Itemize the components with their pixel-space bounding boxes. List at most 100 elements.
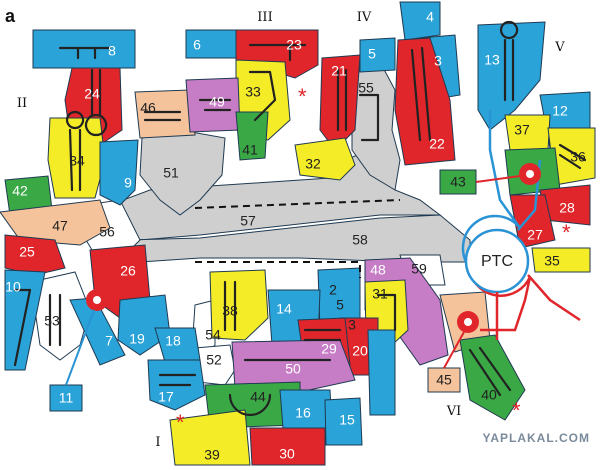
label-28: 28 [559,200,575,216]
stem-13 [500,20,519,102]
label-50: 50 [285,361,301,377]
label-21: 21 [331,63,347,79]
stem-49 [198,98,232,112]
helix-labels: 8 24 34 9 42 47 56 25 26 10 53 7 19 18 1… [5,9,586,463]
label-32: 32 [305,156,321,172]
label-17: 17 [158,389,174,405]
stem-38 [223,280,237,332]
stem-8 [58,46,112,60]
label-8: 8 [108,43,116,59]
label-9: 9 [124,175,132,191]
marker-ii-leader [65,309,95,386]
domain-label-v: V [554,40,565,55]
label-56: 56 [99,224,115,240]
stem-33 [248,70,277,122]
domain-label-vi: VI [446,404,462,419]
marker-v-leader [475,175,521,183]
watermark: YAPLAKAL.COM [482,431,590,445]
region-35 [531,247,591,273]
panel-label: a [5,6,16,26]
ptc-red-arc-2 [527,274,581,322]
dashed-connections [194,199,401,278]
marker-vi-leader [443,331,465,369]
label-7: 7 [105,333,113,349]
marker-ii-inner [93,296,101,304]
label-24: 24 [84,86,100,102]
region-5 [359,37,396,73]
target-markers [65,163,541,386]
region-13 [477,21,546,131]
label-44: 44 [250,389,266,405]
domain-label-iv: IV [357,10,372,25]
stem-36 [558,143,587,170]
label-46: 46 [140,100,156,116]
label-33: 33 [245,84,261,100]
region-4 [399,1,441,41]
stem-34 [66,110,85,192]
stem-21 [336,68,348,132]
stem-10 [13,288,32,367]
asterisk-i: * [176,410,185,435]
label-59: 59 [411,261,427,277]
stem-53 [48,293,62,347]
ptc-label: PTC [481,253,513,270]
label-16: 16 [295,405,311,421]
stem-17 [158,373,197,387]
asterisk-v: * [562,220,571,245]
region-41 [235,111,269,161]
domain-labels: II III IV V VI I [17,10,565,450]
label-47: 47 [52,218,68,234]
label-2: 2 [329,282,337,298]
region-32 [294,137,356,181]
region-39 [169,409,251,466]
label-57: 57 [240,213,256,229]
label-11: 11 [59,390,74,406]
label-49: 49 [209,94,225,110]
region-47 [0,199,111,246]
ptc-ring [461,110,581,340]
label-27: 27 [527,227,543,243]
label-40: 40 [481,387,497,403]
label-55: 55 [358,80,374,96]
region-22 [394,37,456,166]
region-15 [324,397,363,446]
label-12: 12 [552,103,568,119]
region-30 [249,427,326,466]
region-11 [49,384,83,412]
label-5: 5 [368,46,376,62]
label-14: 14 [276,301,292,317]
region-40 [459,334,526,421]
label-31: 31 [372,286,388,302]
label-36: 36 [570,149,586,165]
label-39: 39 [204,447,220,463]
asterisk-vi: * [512,398,521,423]
stem-31 [376,293,397,332]
dashed-line-lower [195,261,361,278]
ptc-blue-arc [461,110,522,269]
label-15: 15 [339,412,355,428]
label-38: 38 [222,303,238,319]
label-23: 23 [286,37,302,53]
stem-44 [228,393,272,417]
label-5b: 5 [336,297,344,313]
region-46 [134,89,196,139]
label-34: 34 [69,153,85,169]
region-34 [47,117,106,199]
marker-vi-inner [464,318,472,326]
domain-label-i: I [155,435,160,450]
region-9 [99,139,139,206]
asterisk-iii: * [298,84,307,109]
stem-loops [13,20,587,417]
region-1 [367,329,396,416]
region-25 [4,234,66,276]
label-48: 48 [370,262,386,278]
stem-23 [248,43,307,62]
region-43 [439,169,477,195]
label-4: 4 [426,9,434,25]
label-30: 30 [279,446,295,462]
label-3b: 3 [348,317,356,333]
region-19 [117,294,171,356]
dashed-line-57 [194,199,401,209]
label-18: 18 [165,333,181,349]
